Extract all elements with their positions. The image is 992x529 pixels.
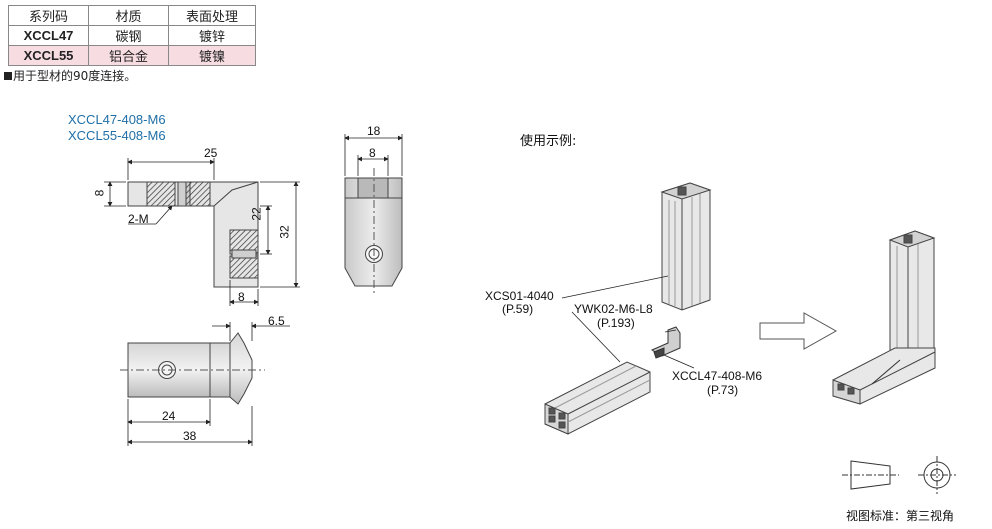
- side-view: [344, 168, 403, 296]
- table-cell-finish: 镀镍: [168, 45, 256, 66]
- bullet-square-icon: [4, 72, 12, 80]
- dim-22: 22: [249, 207, 264, 221]
- dim-18: 18: [367, 124, 381, 138]
- third-angle-projection-icon: [842, 456, 956, 494]
- dim-8-top: 8: [92, 189, 107, 197]
- spec-table: 系列码 材质 表面处理 XCCL47 碳钢 镀锌 XCCL55 铝合金 镀镍: [8, 5, 256, 66]
- xccl-code-label: XCCL47-408-M6: [672, 369, 763, 383]
- dim-32: 32: [277, 225, 292, 239]
- table-row: XCCL55 铝合金 镀镍: [8, 45, 256, 66]
- front-view: [127, 181, 259, 288]
- projection-note: 视图标准：第三视角: [846, 509, 955, 523]
- dim-6-5: 6.5: [268, 314, 285, 328]
- front-view-dimensions: [104, 158, 300, 306]
- dim-38: 38: [183, 429, 197, 443]
- usage-note: 用于型材的90度连接。: [4, 67, 136, 84]
- vertical-profile: [660, 182, 712, 311]
- side-view-dimensions: [344, 134, 403, 176]
- xccl-page-label: (P.73): [707, 383, 739, 397]
- dim-8-bottom: 8: [238, 290, 245, 304]
- part-number-2: XCCL55-408-M6: [68, 128, 166, 143]
- xcs-code-label: XCS01-4040: [485, 289, 554, 303]
- table-cell-code: XCCL55: [8, 45, 89, 66]
- usage-leaders: [561, 275, 695, 369]
- ywk-code-label: YWK02-M6-L8: [574, 302, 653, 316]
- part-number-1: XCCL47-408-M6: [68, 112, 166, 127]
- ywk-page-label: (P.193): [597, 316, 635, 330]
- dim-25: 25: [204, 146, 218, 160]
- table-row: XCCL47 碳钢 镀锌: [8, 25, 256, 46]
- horizontal-profile: [544, 361, 651, 435]
- table-cell-material: 碳钢: [88, 25, 169, 46]
- assembled-profiles: [832, 230, 936, 405]
- top-view-dimensions: [127, 322, 290, 446]
- usage-note-text: 用于型材的90度连接。: [13, 69, 137, 83]
- dim-24: 24: [162, 409, 176, 423]
- top-view: [120, 332, 265, 405]
- dim-8-side: 8: [369, 146, 376, 160]
- dim-2-m: 2-M: [128, 212, 149, 226]
- usage-title: 使用示例:: [520, 134, 577, 149]
- right-arrow-icon: [759, 312, 838, 350]
- table-cell-material: 铝合金: [88, 45, 169, 66]
- xcs-page-label: (P.59): [502, 302, 534, 316]
